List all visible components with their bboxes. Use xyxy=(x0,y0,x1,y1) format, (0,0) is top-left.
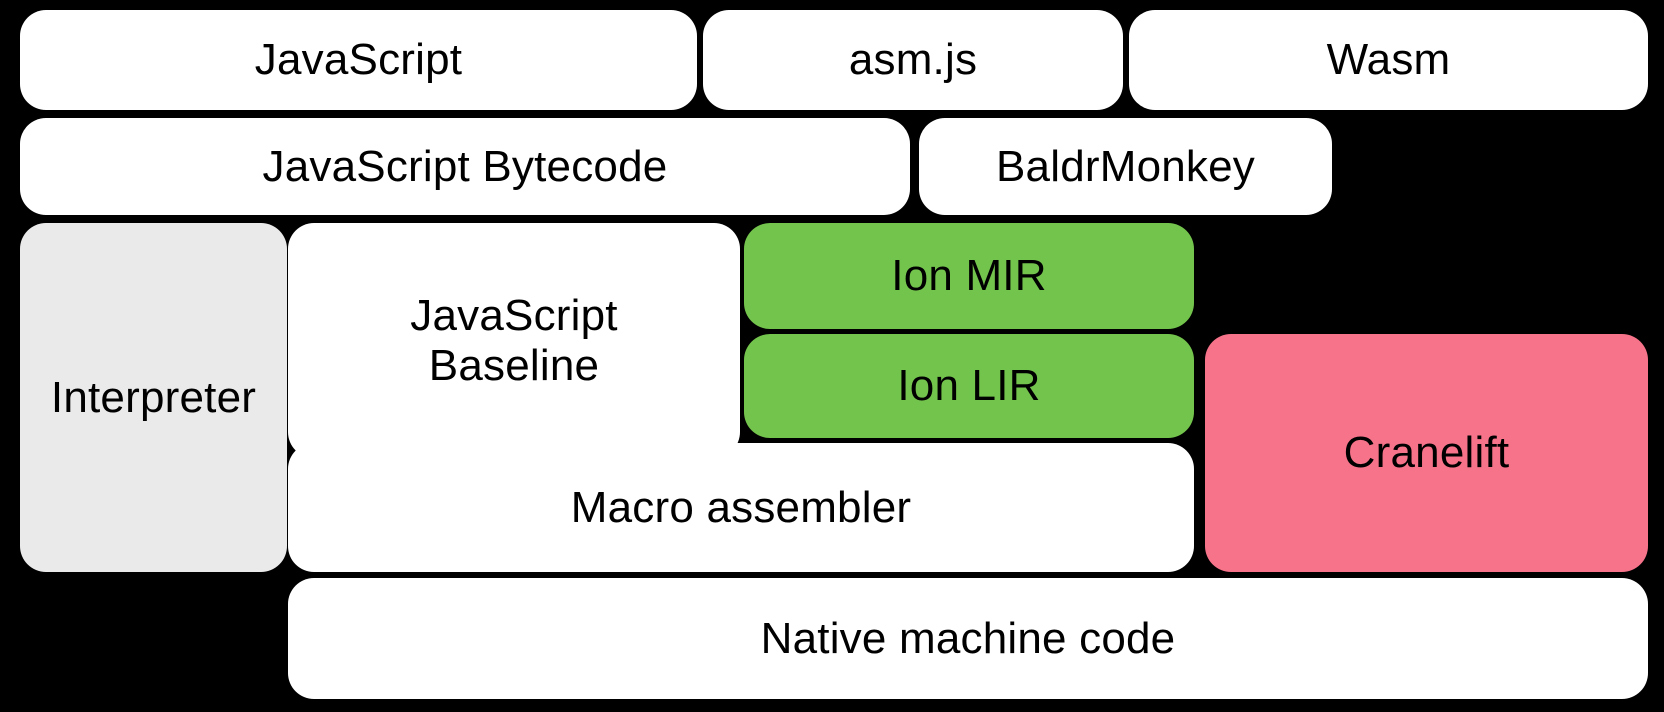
node-ion-mir[interactable]: Ion MIR xyxy=(744,223,1194,329)
node-javascript-bytecode-label: JavaScript Bytecode xyxy=(262,141,668,191)
node-interpreter[interactable]: Interpreter xyxy=(20,223,287,572)
node-cranelift-label: Cranelift xyxy=(1343,428,1510,478)
node-native-machine-code[interactable]: Native machine code xyxy=(288,578,1648,699)
node-javascript-bytecode[interactable]: JavaScript Bytecode xyxy=(20,118,910,215)
node-asm-js[interactable]: asm.js xyxy=(703,10,1123,110)
node-baldrmonkey-label: BaldrMonkey xyxy=(996,141,1255,191)
node-wasm-label: Wasm xyxy=(1326,35,1451,85)
node-native-machine-code-label: Native machine code xyxy=(760,613,1176,663)
node-macro-assembler[interactable]: Macro assembler xyxy=(288,443,1194,572)
node-ion-mir-label: Ion MIR xyxy=(891,251,1047,301)
node-ion-lir[interactable]: Ion LIR xyxy=(744,334,1194,438)
node-baldrmonkey[interactable]: BaldrMonkey xyxy=(919,118,1332,215)
node-wasm[interactable]: Wasm xyxy=(1129,10,1648,110)
node-javascript-label: JavaScript xyxy=(254,35,463,85)
node-interpreter-label: Interpreter xyxy=(50,372,257,422)
node-macro-assembler-label: Macro assembler xyxy=(570,482,912,532)
node-javascript[interactable]: JavaScript xyxy=(20,10,697,110)
node-ion-lir-label: Ion LIR xyxy=(897,361,1041,411)
node-javascript-baseline[interactable]: JavaScript Baseline xyxy=(288,223,740,458)
node-javascript-baseline-label: JavaScript Baseline xyxy=(410,291,618,390)
node-cranelift[interactable]: Cranelift xyxy=(1205,334,1648,572)
node-asm-js-label: asm.js xyxy=(848,35,978,85)
